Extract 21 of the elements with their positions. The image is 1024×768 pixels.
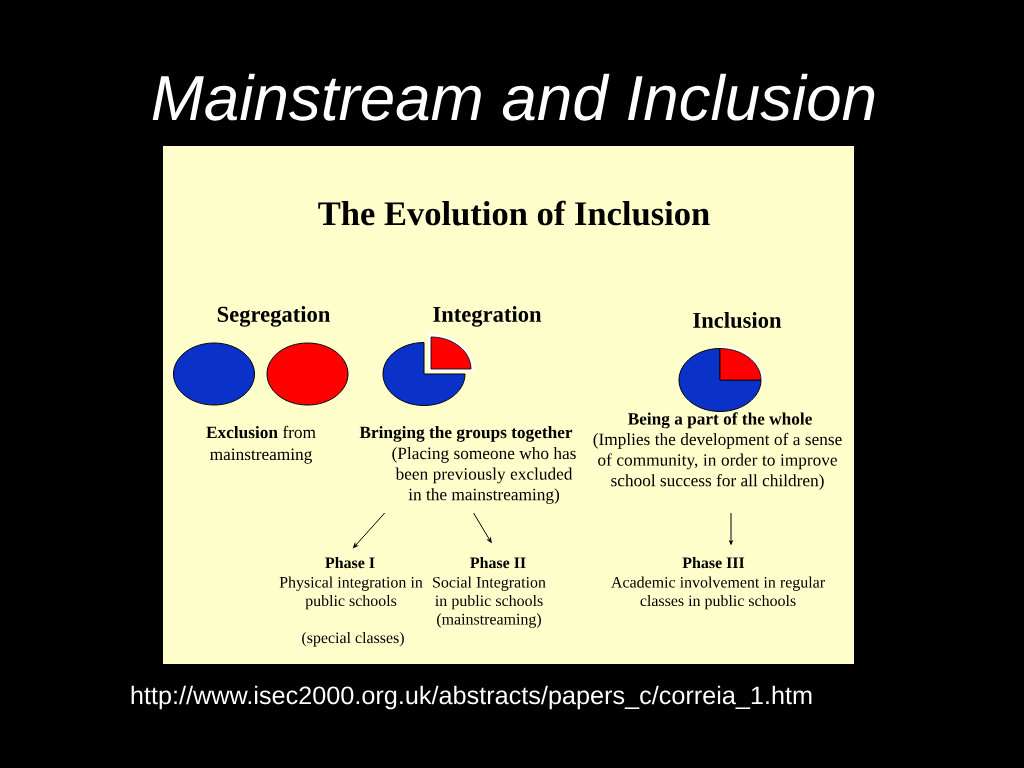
phase-description: Social Integration in public schools (mainstreaming) bbox=[433, 576, 546, 628]
description: (Implies the development of a sense of community, in order to improve school success for all children) bbox=[593, 432, 842, 490]
phase-heading: Phase II bbox=[470, 556, 526, 569]
note: (special classes) bbox=[302, 631, 404, 647]
column-heading: Segregation bbox=[217, 306, 331, 327]
phase-heading: Phase I bbox=[325, 556, 375, 569]
column-heading: Integration bbox=[433, 306, 542, 327]
web-address: http://www.isec2000.org.uk/abstracts/papers_c/correia_1.htm bbox=[131, 685, 812, 710]
subheading: Being a part of the whole bbox=[627, 412, 812, 429]
arrow bbox=[473, 512, 492, 543]
phase-description: Physical integration in public schools bbox=[279, 576, 423, 610]
column-heading: Inclusion bbox=[693, 312, 782, 328]
description: (Placing someone who has been previously excluded in the mainstreaming) bbox=[392, 447, 576, 504]
arrow bbox=[729, 512, 734, 545]
caption-text: Exclusion from mainstreaming bbox=[206, 425, 316, 464]
subheading: Bringing the groups together bbox=[359, 426, 573, 442]
phase-heading: Phase III bbox=[682, 556, 745, 569]
slide-title: Mainstream and Inclusion bbox=[152, 73, 875, 121]
arrow bbox=[353, 512, 386, 549]
panel-heading: The Evolution of Inclusion bbox=[318, 200, 710, 226]
phase-description: Academic involvement in regular classes in public schools bbox=[611, 576, 825, 610]
